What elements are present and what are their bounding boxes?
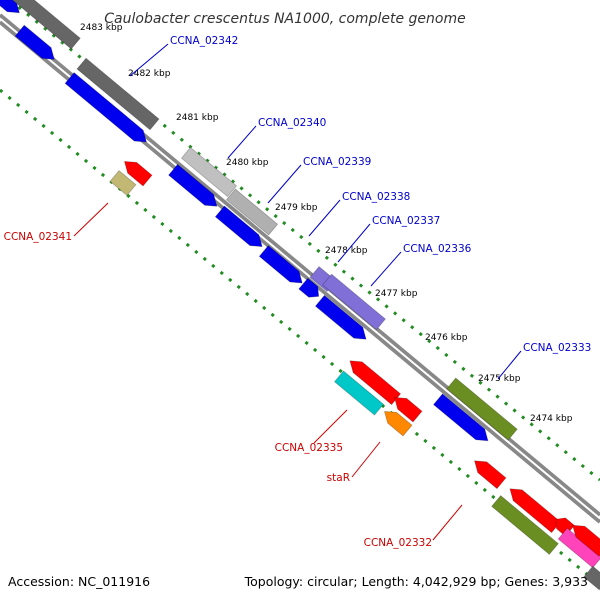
gene-leader-line <box>337 223 371 263</box>
tick-label: 2483 kbp <box>80 23 123 33</box>
gene-leader-line <box>351 441 381 478</box>
tick-label: 2476 kbp <box>425 333 468 343</box>
gene-label[interactable]: CCNA_02335 <box>275 442 343 454</box>
gene-arrow[interactable] <box>432 393 493 446</box>
gene-arrow[interactable] <box>505 483 562 534</box>
accession-text: Accession: NC_011916 <box>8 574 150 589</box>
gene-arrow[interactable] <box>314 294 370 344</box>
gene-leader-line <box>129 43 169 77</box>
gene-box[interactable] <box>491 495 559 555</box>
tick-label-layer: 2483 kbp 2482 kbp 2481 kbp 2480 kbp 2479 kbp… <box>80 23 573 424</box>
gene-leader-line <box>432 504 463 541</box>
gene-arrow[interactable] <box>258 245 306 289</box>
tick-label: 2482 kbp <box>128 69 171 79</box>
gene-arrow[interactable] <box>14 24 59 65</box>
gene-leader-line <box>308 199 341 237</box>
gene-label[interactable]: CCNA_02340 <box>258 117 326 129</box>
gene-box[interactable] <box>180 146 238 198</box>
gene-arrow[interactable] <box>380 406 413 437</box>
gene-arrow[interactable] <box>214 205 266 252</box>
tick-label: 2475 kbp <box>478 374 521 384</box>
gene-leader-line <box>497 350 522 380</box>
gene-leader-line <box>267 164 302 204</box>
gene-label[interactable]: CCNA_02333 <box>523 342 591 354</box>
tick-label: 2474 kbp <box>530 414 573 424</box>
gene-label[interactable]: CCNA_02338 <box>342 191 410 203</box>
gene-leader-line <box>370 251 402 287</box>
gene-leader-line <box>73 202 109 237</box>
gene-label[interactable]: staR <box>327 472 350 484</box>
gene-label[interactable]: CCNA_02342 <box>170 35 238 47</box>
gene-label[interactable]: CCNA_02339 <box>303 156 371 168</box>
gene-label[interactable]: CCNA_02336 <box>403 243 472 255</box>
tick-label: 2480 kbp <box>226 158 269 168</box>
gene-arrow[interactable] <box>64 72 151 148</box>
gene-box[interactable] <box>76 57 160 131</box>
gene-leader-line <box>227 125 257 159</box>
gene-arrow[interactable] <box>298 277 323 302</box>
tick-label: 2479 kbp <box>275 203 318 213</box>
gene-arrow[interactable] <box>390 392 423 423</box>
tick-label: 2477 kbp <box>375 289 418 299</box>
gene-label[interactable]: CCNA_02341 <box>4 231 72 243</box>
map-title: Caulobacter crescentus NA1000, complete … <box>104 11 465 27</box>
gene-box[interactable] <box>446 377 518 441</box>
gene-box[interactable] <box>9 0 81 50</box>
gene-box[interactable] <box>583 565 600 591</box>
gene-arrow[interactable] <box>470 455 507 490</box>
gene-box[interactable] <box>109 170 137 196</box>
gene-leader-line <box>313 409 348 444</box>
gene-arrow[interactable] <box>568 520 600 557</box>
gene-label[interactable]: CCNA_02332 <box>364 537 432 549</box>
gene-box[interactable] <box>322 273 386 331</box>
gene-arrow[interactable] <box>168 163 222 211</box>
gene-label[interactable]: CCNA_02337 <box>372 215 440 227</box>
gene-box[interactable] <box>333 370 385 416</box>
tick-label: 2481 kbp <box>176 113 219 123</box>
tick-label: 2478 kbp <box>325 246 368 256</box>
gene-arrow[interactable] <box>0 0 24 18</box>
gene-box[interactable] <box>225 188 279 236</box>
genome-summary-text: Topology: circular; Length: 4,042,929 bp… <box>244 574 588 589</box>
gene-arrow[interactable] <box>345 355 402 406</box>
gene-arrow[interactable] <box>120 156 153 187</box>
